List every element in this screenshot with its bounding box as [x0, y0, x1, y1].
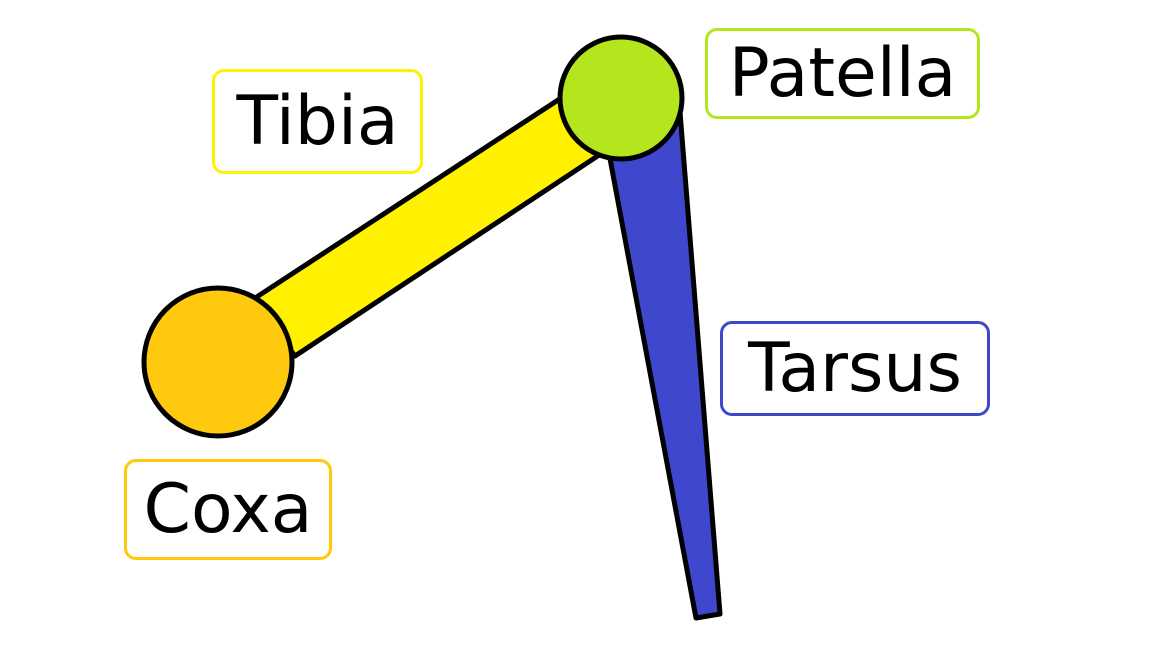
tarsus-label: Tarsus — [720, 321, 990, 416]
tarsus-segment — [605, 109, 723, 621]
patella-joint — [557, 34, 685, 162]
patella-label: Patella — [705, 28, 980, 119]
coxa-label: Coxa — [124, 459, 332, 560]
tarsus-label-text: Tarsus — [748, 328, 962, 408]
coxa-joint — [141, 285, 295, 439]
tibia-label: Tibia — [212, 69, 423, 174]
patella-label-text: Patella — [728, 33, 957, 113]
tibia-label-text: Tibia — [236, 81, 399, 161]
coxa-label-text: Coxa — [143, 469, 313, 549]
